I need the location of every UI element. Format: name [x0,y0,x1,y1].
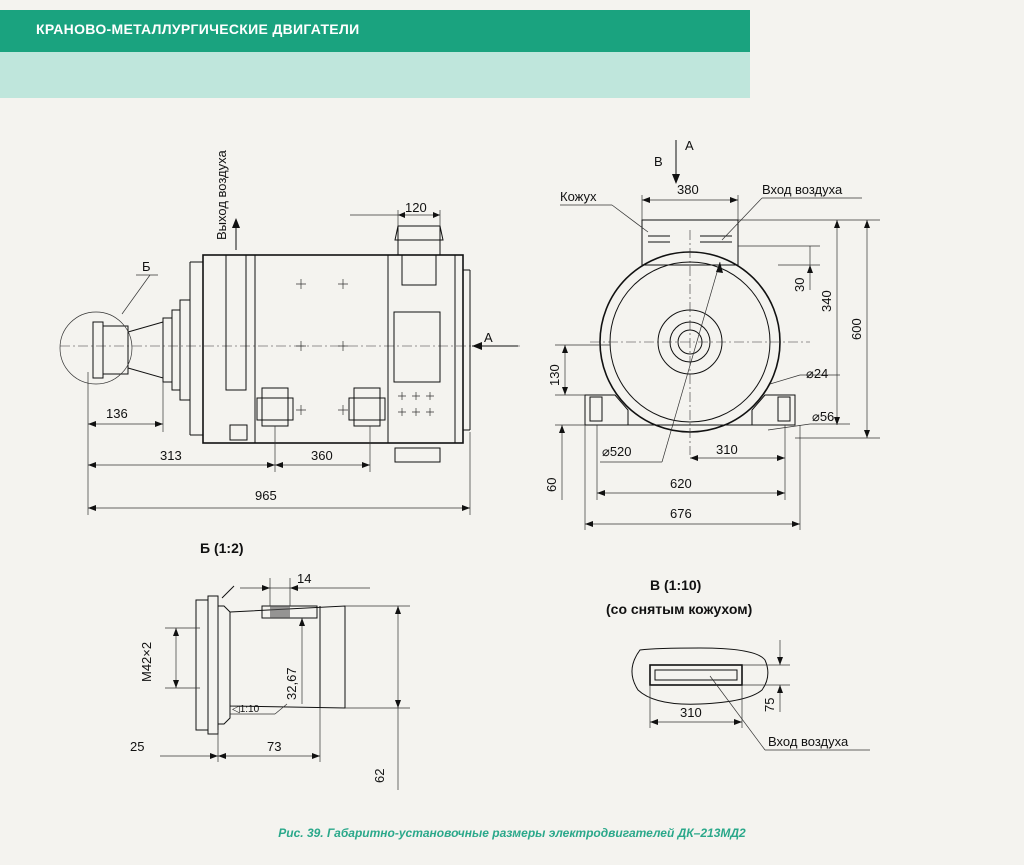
dim-25: 25 [130,739,144,754]
front-view: В А 380 Кожух Вход воздуха [544,138,880,530]
dim-360: 360 [311,448,333,463]
dim-62: 62 [372,769,387,783]
dim-380: 380 [677,182,699,197]
dim-14: 14 [297,571,311,586]
detail-v-title-2: (со снятым кожухом) [606,601,752,617]
dim-313: 313 [160,448,182,463]
dim-620: 620 [670,476,692,491]
dim-136: 136 [106,406,128,421]
dim-d56: ⌀56 [812,409,834,424]
casing [641,219,739,266]
dim-676: 676 [670,506,692,521]
dim-32-67: 32,67 [284,667,299,700]
dim-600: 600 [849,318,864,340]
header-band-light [0,52,750,98]
label-air-in-v: Вход воздуха [768,734,849,749]
detail-v-title-1: В (1:10) [650,577,701,593]
dim-130: 130 [547,364,562,386]
dim-taper: ◁1:10 [232,704,260,715]
detail-b-title: Б (1:2) [200,540,244,556]
section-title: КРАНОВО-МЕТАЛЛУРГИЧЕСКИЕ ДВИГАТЕЛИ [36,21,360,37]
dim-310-v: 310 [680,705,702,720]
figure-caption: Рис. 39. Габаритно-установочные размеры … [278,826,746,840]
detail-b: Б (1:2) 14 M42×2 32,67 ◁1:10 [130,540,410,790]
label-a-front: А [685,138,694,153]
label-casing: Кожух [560,189,597,204]
dim-m42: M42×2 [139,642,154,682]
dim-60: 60 [544,478,559,492]
side-view: Б [59,150,520,515]
dim-75: 75 [762,698,777,712]
detail-b-circle [59,311,133,385]
dim-310-front: 310 [716,442,738,457]
dim-120: 120 [405,200,427,215]
dim-340: 340 [819,290,834,312]
label-a-side: А [484,330,493,345]
air-inlet-window [649,664,743,686]
dim-d24: ⌀24 [806,366,828,381]
header-band [0,10,750,52]
label-air-out: Выход воздуха [214,150,229,240]
label-b: Б [142,259,151,274]
shaft-cone [127,321,164,379]
motor-body [202,254,464,444]
label-air-in-front: Вход воздуха [762,182,843,197]
detail-v: В (1:10) (со снятым кожухом) 75 310 Вход… [606,577,870,751]
dim-965: 965 [255,488,277,503]
label-v-front: В [654,154,663,169]
dim-d520: ⌀520 [602,444,632,459]
dim-73: 73 [267,739,281,754]
dim-30: 30 [792,278,807,292]
